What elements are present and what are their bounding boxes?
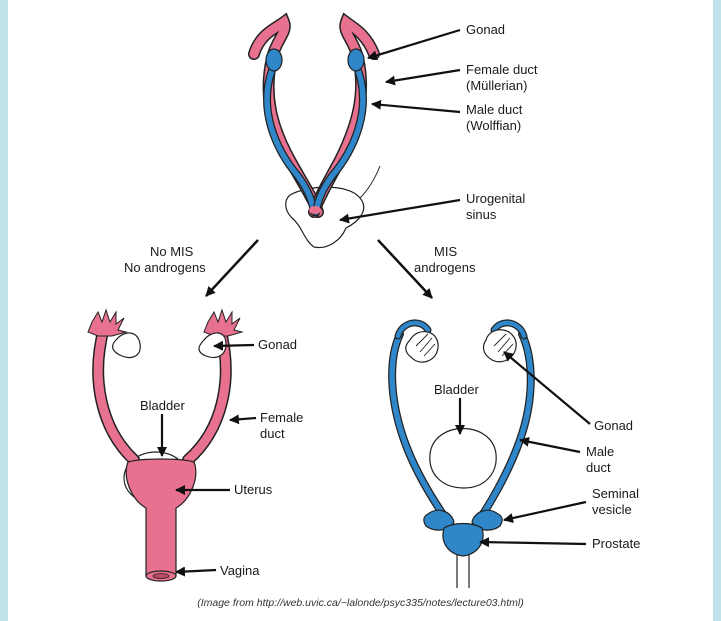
male-development-figure bbox=[392, 323, 531, 588]
label-wolffian: (Wolffian) bbox=[466, 118, 521, 134]
image-caption: (Image from http://web.uvic.ca/~lalonde/… bbox=[8, 597, 713, 609]
label-vesicle: vesicle bbox=[592, 502, 632, 518]
diagram-frame: Gonad Female duct (Müllerian) Male duct … bbox=[8, 0, 713, 621]
label-male-bladder: Bladder bbox=[434, 382, 479, 398]
label-androgens: androgens bbox=[414, 260, 475, 276]
indifferent-stage-figure bbox=[254, 22, 380, 248]
label-urogenital: Urogenital bbox=[466, 191, 525, 207]
label-mis: MIS bbox=[434, 244, 457, 260]
label-male-gonad: Gonad bbox=[594, 418, 633, 434]
label-male-duct-2: duct bbox=[586, 460, 611, 476]
label-top-gonad: Gonad bbox=[466, 22, 505, 38]
label-female-gonad: Gonad bbox=[258, 337, 297, 353]
label-prostate: Prostate bbox=[592, 536, 640, 552]
label-female-bladder: Bladder bbox=[140, 398, 185, 414]
label-sinus: sinus bbox=[466, 207, 496, 223]
label-mullerian: (Müllerian) bbox=[466, 78, 527, 94]
label-female-duct: Female duct bbox=[466, 62, 538, 78]
label-uterus: Uterus bbox=[234, 482, 272, 498]
female-development-figure bbox=[88, 310, 242, 581]
label-no-mis: No MIS bbox=[150, 244, 193, 260]
label-male-duct: Male duct bbox=[466, 102, 522, 118]
duct-development-diagram bbox=[8, 0, 713, 621]
label-female-duct-1: Female bbox=[260, 410, 303, 426]
development-arrows bbox=[206, 240, 432, 298]
label-vagina: Vagina bbox=[220, 563, 260, 579]
label-female-duct-2: duct bbox=[260, 426, 285, 442]
label-male-duct-1: Male bbox=[586, 444, 614, 460]
label-no-androgens: No androgens bbox=[124, 260, 206, 276]
label-seminal: Seminal bbox=[592, 486, 639, 502]
